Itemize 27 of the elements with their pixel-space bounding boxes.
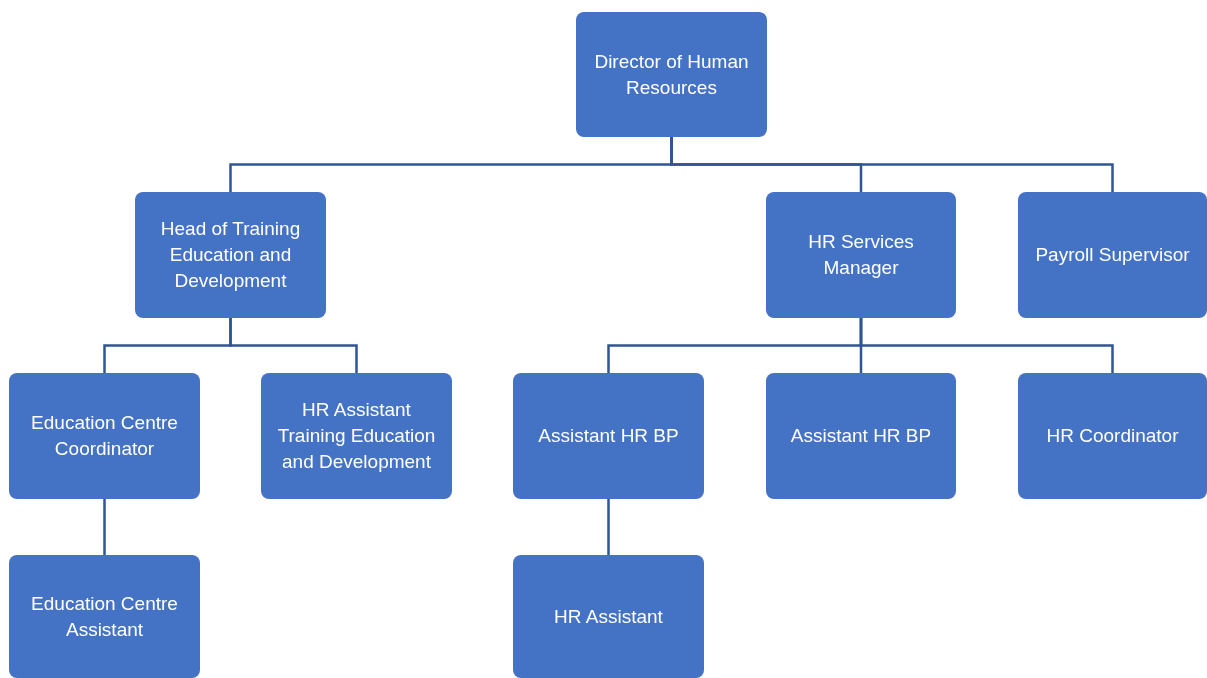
role-box — [513, 555, 704, 678]
role-box — [1018, 192, 1207, 318]
role-title: HR Coordinator — [1046, 424, 1179, 448]
role-box — [261, 373, 452, 499]
connector-line — [859, 318, 1114, 373]
role-title: Assistant HR BP — [790, 424, 932, 448]
connector-line — [670, 137, 1114, 192]
role-box — [766, 373, 956, 499]
connector-line — [607, 499, 610, 555]
role-title: HR Assistant Training Education and Development — [276, 398, 437, 474]
role-title: Education Centre Coordinator — [30, 411, 179, 461]
role-title: Assistant HR BP — [538, 424, 679, 448]
role-box — [9, 373, 200, 499]
role-box — [1018, 373, 1207, 499]
role-title: Head of Training Education and Development — [159, 217, 302, 293]
role-box — [135, 192, 326, 318]
role-title: Education Centre Assistant — [30, 591, 179, 642]
role-title: HR Assistant — [554, 604, 663, 629]
role-box — [513, 373, 704, 499]
role-box — [9, 555, 200, 678]
role-box — [576, 12, 767, 137]
role-title: HR Services Manager — [807, 230, 915, 280]
role-box — [766, 192, 956, 318]
role-title: Director of Human Resources — [593, 49, 750, 100]
connector-line — [229, 318, 358, 373]
connector-line — [103, 499, 106, 555]
role-title: Payroll Supervisor — [1035, 243, 1190, 267]
